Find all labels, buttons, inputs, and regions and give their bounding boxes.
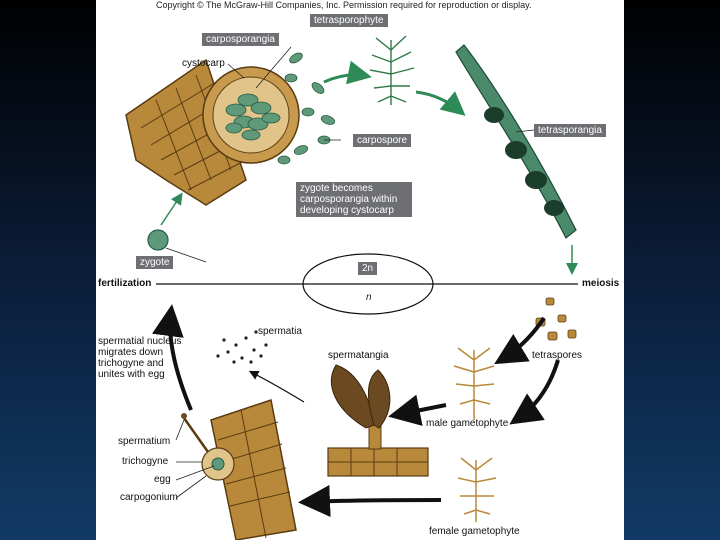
diagram-slide: Copyright © The McGraw-Hill Companies, I… — [96, 0, 624, 540]
label-egg: egg — [154, 474, 171, 485]
zygote-cell — [148, 230, 168, 250]
cystocarp-thallus — [126, 60, 299, 205]
carpogonium-thallus — [181, 400, 296, 540]
label-spermatium: spermatium — [118, 436, 170, 447]
label-female-gametophyte: female gametophyte — [429, 526, 520, 537]
label-spermatangia: spermatangia — [328, 350, 389, 361]
tetrasporangia-branch — [456, 45, 576, 238]
label-carpospore: carpospore — [353, 134, 411, 147]
label-meiosis: meiosis — [582, 278, 619, 289]
male-gametophyte-plant — [454, 348, 494, 420]
label-zygote: zygote — [136, 256, 173, 269]
label-haploid: n — [366, 292, 372, 303]
label-carpogonium: carpogonium — [120, 492, 178, 503]
female-gametophyte-plant — [458, 458, 496, 522]
label-diploid: 2n — [358, 262, 377, 275]
label-tetrasporophyte: tetrasporophyte — [310, 14, 388, 27]
copyright-notice: Copyright © The McGraw-Hill Companies, I… — [156, 0, 531, 10]
spermatangia-structure — [328, 365, 428, 476]
label-spermatia: spermatia — [258, 326, 302, 337]
label-trichogyne: trichogyne — [122, 456, 168, 467]
label-fertilization: fertilization — [98, 278, 151, 289]
label-cystocarp: cystocarp — [182, 58, 225, 69]
label-spermatial-nucleus: spermatial nucleus migrates down trichog… — [98, 336, 184, 380]
label-male-gametophyte: male gametophyte — [426, 418, 508, 429]
tetrasporophyte-plant — [370, 36, 414, 105]
label-tetrasporangia: tetrasporangia — [534, 124, 606, 137]
label-tetraspores: tetraspores — [532, 350, 582, 361]
label-zygote-becomes: zygote becomes carposporangia within dev… — [296, 182, 412, 217]
label-carposporangia: carposporangia — [202, 33, 279, 46]
